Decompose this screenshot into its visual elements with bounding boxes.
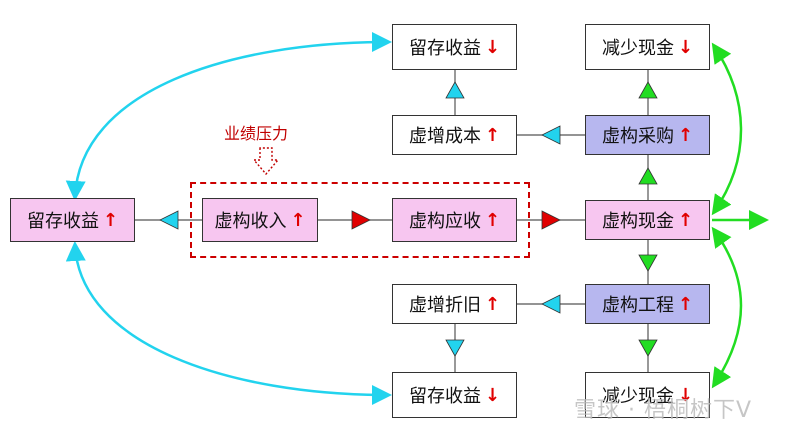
triangle-down-cyan: [445, 339, 465, 357]
box-depreciation: 虚增折旧↑: [392, 284, 517, 324]
box-top-retained: 留存收益↓: [392, 24, 517, 70]
down-arrow-icon: ↓: [677, 384, 694, 406]
box-label: 虚构工程: [601, 295, 674, 316]
up-arrow-icon: ↑: [290, 209, 306, 231]
curve-top-cyan: [65, 32, 392, 201]
box-top-cash: 减少现金↓: [585, 24, 710, 70]
curve-bottom-green: [711, 226, 743, 389]
box-cash: 虚构现金↑: [585, 200, 710, 240]
triangle-up-green-2: [638, 167, 658, 185]
triangle-right-red-2: [541, 210, 561, 230]
up-arrow-icon: ↑: [484, 293, 501, 315]
triangle-left-cyan-depr: [541, 294, 561, 314]
curve-bottom-cyan: [65, 241, 392, 405]
triangle-up-green-1: [638, 81, 658, 99]
triangle-right-red-1: [351, 210, 371, 230]
triangle-left-cyan-cost: [541, 125, 561, 145]
box-label: 减少现金: [601, 38, 674, 59]
box-label: 留存收益: [26, 211, 99, 232]
box-cost: 虚增成本↑: [392, 115, 517, 155]
box-label: 虚构采购: [601, 126, 674, 147]
box-receivable: 虚构应收↑: [392, 198, 517, 242]
up-arrow-icon: ↑: [484, 209, 501, 231]
down-arrow-icon: ↓: [677, 36, 694, 58]
box-label: 留存收益: [408, 386, 481, 407]
box-label: 虚增折旧: [408, 295, 481, 316]
box-label: 虚构应收: [408, 211, 481, 232]
triangle-up-cyan: [445, 81, 465, 99]
triangle-down-green-2: [638, 339, 658, 357]
box-revenue: 虚构收入↑: [202, 198, 318, 242]
down-arrow-icon: ↓: [484, 384, 501, 406]
up-arrow-icon: ↑: [677, 293, 694, 315]
triangle-down-green-1: [638, 254, 658, 272]
box-bottom-retained: 留存收益↓: [392, 372, 517, 418]
curve-top-green: [711, 42, 743, 216]
down-hollow-arrow-icon: [252, 147, 280, 176]
performance-pressure-label: 业绩压力: [224, 124, 289, 143]
up-arrow-icon: ↑: [677, 209, 694, 231]
box-label: 虚构现金: [601, 211, 674, 232]
down-arrow-icon: ↓: [484, 36, 501, 58]
box-purchase: 虚构采购↑: [585, 115, 710, 155]
box-left-retained: 留存收益↑: [10, 198, 135, 242]
box-project: 虚构工程↑: [585, 284, 710, 324]
up-arrow-icon: ↑: [102, 209, 119, 231]
watermark: 雪球 · 梧桐树下V: [574, 398, 753, 423]
triangle-left-cyan: [159, 210, 179, 230]
box-label: 虚增成本: [408, 126, 481, 147]
up-arrow-icon: ↑: [484, 124, 501, 146]
performance-pressure-group: [190, 182, 530, 258]
box-label: 减少现金: [601, 386, 674, 407]
up-arrow-icon: ↑: [677, 124, 694, 146]
box-bottom-cash: 减少现金↓: [585, 372, 710, 418]
box-label: 虚构收入: [214, 211, 287, 232]
box-label: 留存收益: [408, 38, 481, 59]
